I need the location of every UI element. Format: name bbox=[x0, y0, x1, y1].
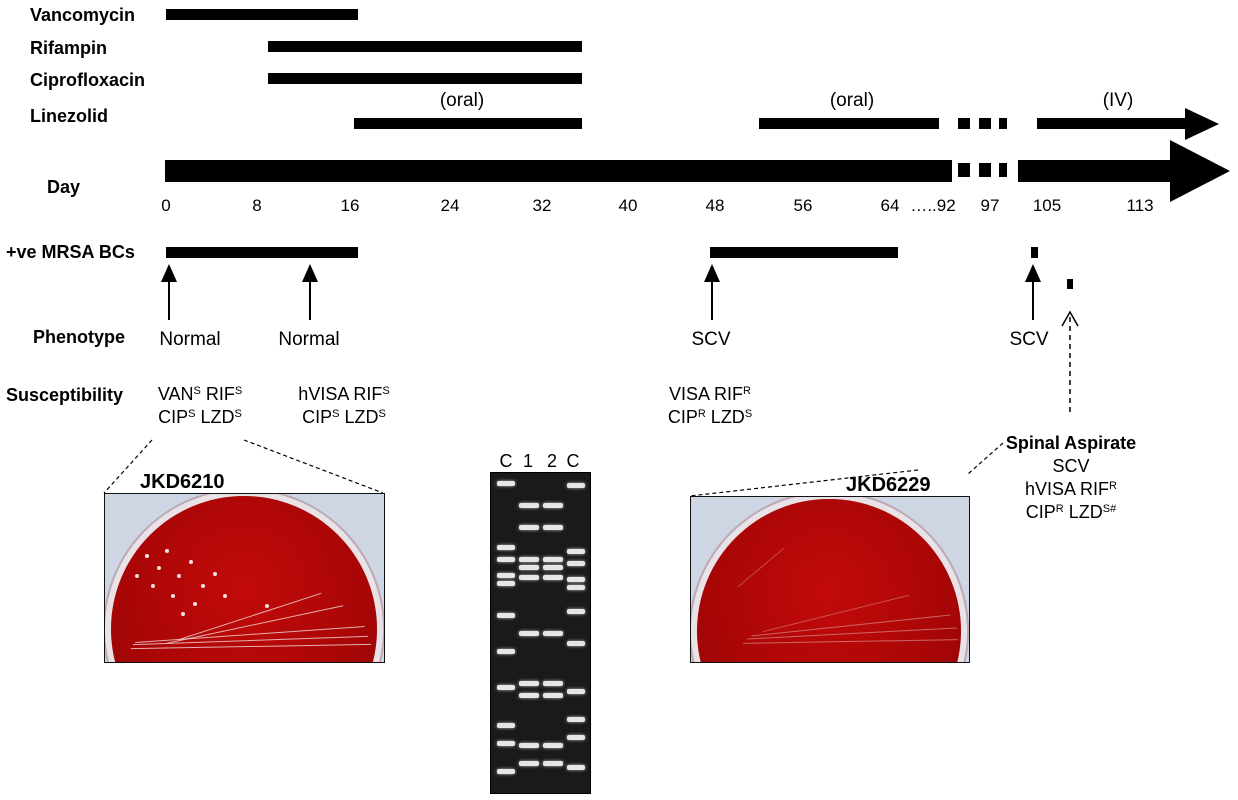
timeline-arrowhead bbox=[1170, 140, 1230, 202]
phenotype-value: SCV bbox=[691, 329, 731, 350]
timeline-bar-2 bbox=[1018, 160, 1172, 182]
spinal-aspirate-profile: Spinal Aspirate SCV hVISA RIFR CIPR LZDS… bbox=[1005, 433, 1137, 522]
agar-dish bbox=[697, 499, 961, 662]
tick-label: 48 bbox=[705, 196, 725, 215]
linezolid-bar-1 bbox=[354, 118, 582, 129]
culture-bar-2 bbox=[710, 247, 898, 258]
gel-lane-label: 2 bbox=[546, 451, 558, 471]
tick-label: 8 bbox=[252, 196, 262, 215]
tick-label: 40 bbox=[618, 196, 638, 215]
route-label-iv: (IV) bbox=[1102, 90, 1134, 111]
linezolid-gap-dash bbox=[979, 118, 991, 129]
linezolid-bar-2 bbox=[759, 118, 939, 129]
plate-title-right: JKD6229 bbox=[846, 474, 931, 496]
susceptibility-profile-1: VANS RIFS CIPS LZDS bbox=[157, 384, 243, 427]
tick-label: 0 bbox=[161, 196, 171, 215]
tick-label: 32 bbox=[532, 196, 552, 215]
timeline-gap-dash bbox=[958, 163, 970, 177]
linezolid-gap-dash bbox=[958, 118, 970, 129]
timeline-gap-dash bbox=[979, 163, 991, 177]
route-label-oral: (oral) bbox=[829, 90, 875, 111]
rifampin-bar bbox=[268, 41, 582, 52]
phenotype-value: Normal bbox=[159, 329, 221, 350]
plate-photo-jkd6229 bbox=[690, 496, 970, 663]
phenotype-value: SCV bbox=[1009, 329, 1049, 350]
linezolid-arrowhead bbox=[1185, 108, 1219, 140]
timeline-bar bbox=[165, 160, 952, 182]
timeline-label: Day bbox=[47, 177, 81, 197]
gel-lane-label: C bbox=[566, 451, 580, 471]
tick-label: 113 bbox=[1126, 196, 1154, 215]
plate-photo-jkd6210 bbox=[104, 493, 385, 663]
linezolid-bar-iv bbox=[1037, 118, 1187, 129]
culture-bar-1 bbox=[166, 247, 358, 258]
gel-lane-label: C bbox=[499, 451, 513, 471]
drug-label-vancomycin: Vancomycin bbox=[30, 5, 136, 25]
phenotype-value: Normal bbox=[278, 329, 340, 350]
cultures-label: +ve MRSA BCs bbox=[6, 242, 135, 262]
tick-label: 64 bbox=[880, 196, 900, 215]
tick-label: …..92 bbox=[910, 196, 956, 215]
timeline-gap-dash bbox=[999, 163, 1007, 177]
culture-bar-4 bbox=[1067, 279, 1073, 289]
vancomycin-bar bbox=[166, 9, 358, 20]
linezolid-gap-dash bbox=[999, 118, 1007, 129]
tick-label: 105 bbox=[1032, 196, 1062, 215]
gel-lane-label: 1 bbox=[522, 451, 534, 471]
ciprofloxacin-bar bbox=[268, 73, 582, 84]
route-label-oral: (oral) bbox=[439, 90, 485, 111]
culture-bar-3 bbox=[1031, 247, 1038, 258]
drug-label-linezolid: Linezolid bbox=[30, 106, 108, 126]
tick-label: 97 bbox=[980, 196, 1000, 215]
drug-label-ciprofloxacin: Ciprofloxacin bbox=[30, 70, 146, 90]
phenotype-label: Phenotype bbox=[33, 327, 126, 347]
susceptibility-profile-2: hVISA RIFS CIPS LZDS bbox=[298, 384, 390, 427]
susceptibility-label: Susceptibility bbox=[6, 385, 124, 405]
tick-label: 24 bbox=[440, 196, 460, 215]
susceptibility-profile-3: VISA RIFR CIPR LZDS bbox=[667, 384, 753, 427]
spinal-aspirate-title: Spinal Aspirate bbox=[1005, 433, 1137, 453]
tick-label: 56 bbox=[793, 196, 813, 215]
drug-label-rifampin: Rifampin bbox=[30, 38, 108, 58]
pfge-gel bbox=[490, 472, 591, 794]
tick-label: 16 bbox=[340, 196, 360, 215]
plate-title-left: JKD6210 bbox=[140, 471, 225, 493]
